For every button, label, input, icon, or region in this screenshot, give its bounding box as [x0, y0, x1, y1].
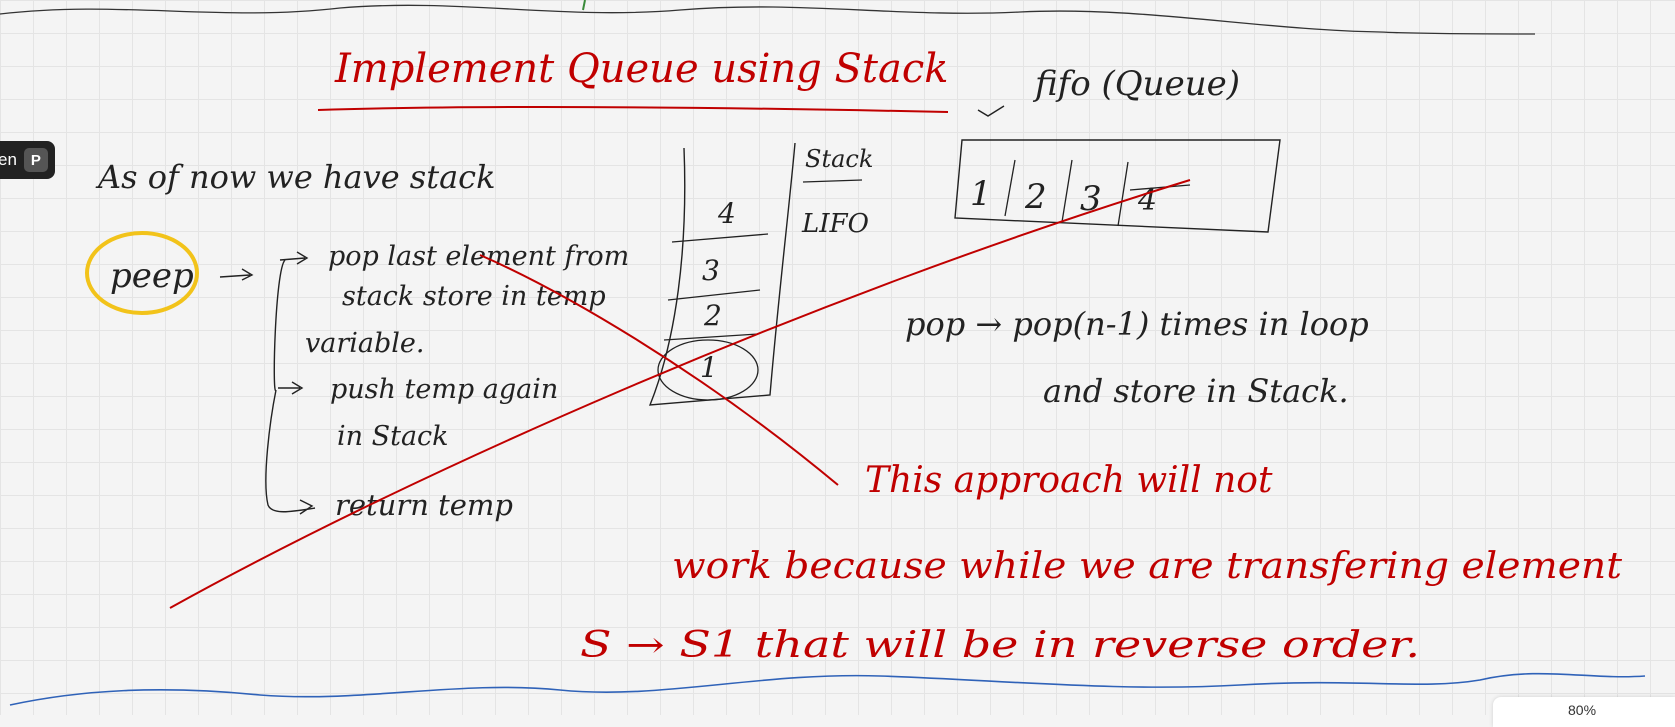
- step-line-5: in Stack: [337, 421, 449, 452]
- steps-bracket: [265, 259, 316, 513]
- step-line-6: return temp: [335, 488, 513, 522]
- cross-out-line-1: [169, 179, 1191, 609]
- lifo-label: LIFO: [801, 209, 869, 239]
- peep-highlight-circle: [85, 231, 199, 315]
- intro-text: As of now we have stack: [95, 158, 495, 196]
- title-text: Implement Queue using Stack: [334, 46, 948, 92]
- red-note-line-2: work because while we are transfering el…: [672, 546, 1623, 587]
- stack-item-3: 3: [702, 254, 720, 287]
- step-line-1: pop last element from: [328, 241, 629, 272]
- bottom-wavy-line: [9, 672, 1646, 706]
- check-mark: [977, 105, 1005, 117]
- stack-item-1: 1: [700, 351, 718, 384]
- stack-label: Stack: [805, 145, 873, 173]
- queue-item-3: 3: [1080, 179, 1102, 219]
- presenter-badge[interactable]: en P: [0, 141, 55, 179]
- red-note-line-3: S → S1 that will be in reverse order.: [580, 625, 1420, 666]
- zoom-level: 80%: [1568, 702, 1597, 718]
- queue-item-1: 1: [970, 174, 992, 214]
- zoom-control[interactable]: 80%: [1493, 697, 1675, 727]
- step-line-2: stack store in temp: [342, 281, 606, 312]
- stack-diagram: 4 3 2 1: [648, 142, 796, 406]
- top-wavy-line: [0, 4, 1536, 35]
- queue-diagram: 1 2 3 4: [954, 139, 1281, 233]
- stack-item-4: 4: [717, 197, 736, 230]
- peep-label: peep: [110, 256, 194, 296]
- queue-item-2: 2: [1024, 177, 1047, 217]
- pop-line-1: pop → pop(n-1) times in loop: [905, 305, 1369, 343]
- title-underline: [317, 105, 949, 113]
- stack-item-2: 2: [703, 299, 722, 332]
- step-line-4: push temp again: [330, 374, 558, 405]
- pop-line-2: and store in Stack.: [1043, 372, 1349, 410]
- presenter-avatar: P: [23, 148, 48, 172]
- cross-out-line-2: [479, 254, 839, 486]
- red-note-line-1: This approach will not: [865, 460, 1273, 501]
- fifo-note: fifo (Queue): [1032, 64, 1240, 104]
- peep-arrow: [219, 268, 254, 281]
- step-line-3: variable.: [305, 328, 424, 359]
- presenter-name: en: [0, 150, 17, 169]
